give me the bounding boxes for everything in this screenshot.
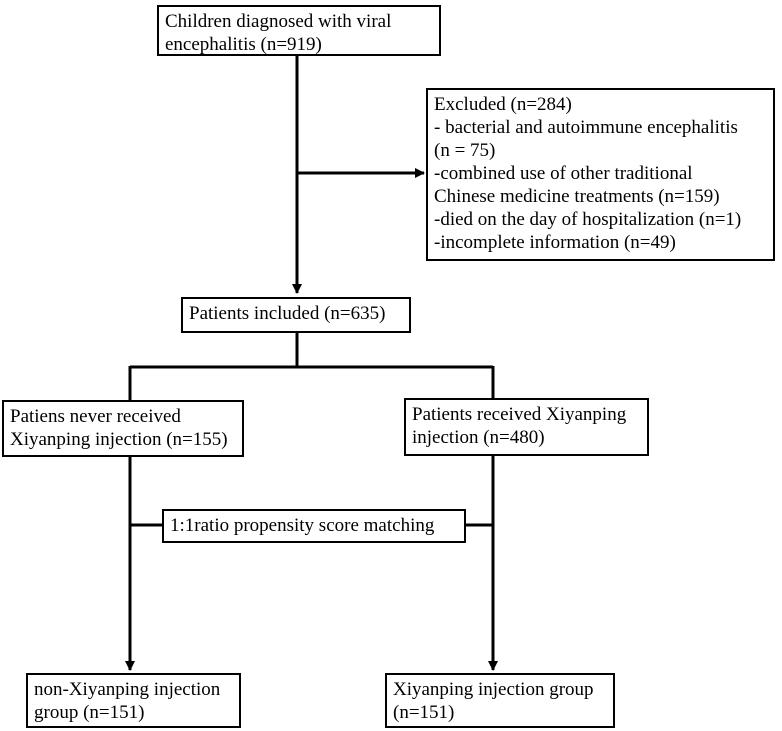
- box-excluded: Excluded (n=284) - bacterial and autoimm…: [426, 88, 775, 261]
- box-included-line-1: Patients included (n=635): [189, 303, 386, 324]
- box-diagnosed-line-1: Children diagnosed with viral: [165, 11, 392, 32]
- box-received-line-2: injection (n=480): [412, 427, 545, 448]
- box-xiyanping-group-line-1: Xiyanping injection group: [393, 679, 594, 700]
- box-xiyanping-group-line-2: (n=151): [393, 702, 455, 723]
- box-matching-line-1: 1:1ratio propensity score matching: [170, 515, 435, 536]
- box-received-line-1: Patients received Xiyanping: [412, 404, 627, 425]
- box-never-received-line-1: Patiens never received: [10, 406, 181, 427]
- box-excluded-line-5: Chinese medicine treatments (n=159): [434, 186, 720, 207]
- box-excluded-line-3: (n = 75): [434, 140, 496, 161]
- box-matching: 1:1ratio propensity score matching: [162, 509, 466, 543]
- box-excluded-line-2: - bacterial and autoimmune encephalitis: [434, 117, 738, 138]
- box-never-received-line-2: Xiyanping injection (n=155): [10, 429, 228, 450]
- box-received: Patients received Xiyanping injection (n…: [404, 398, 649, 456]
- box-included: Patients included (n=635): [181, 297, 411, 333]
- box-excluded-line-1: Excluded (n=284): [434, 94, 572, 115]
- box-never-received: Patiens never received Xiyanping injecti…: [2, 400, 244, 457]
- box-xiyanping-group: Xiyanping injection group (n=151): [385, 673, 615, 728]
- box-excluded-line-7: -incomplete information (n=49): [434, 232, 676, 253]
- box-diagnosed: Children diagnosed with viral encephalit…: [157, 5, 441, 56]
- box-non-xiyanping-group: non-Xiyanping injection group (n=151): [26, 673, 241, 728]
- box-diagnosed-line-2: encephalitis (n=919): [165, 34, 322, 55]
- box-excluded-line-6: -died on the day of hospitalization (n=1…: [434, 209, 742, 230]
- box-non-xiyanping-group-line-1: non-Xiyanping injection: [34, 679, 221, 700]
- box-non-xiyanping-group-line-2: group (n=151): [34, 702, 145, 723]
- box-excluded-line-4: -combined use of other traditional: [434, 163, 693, 184]
